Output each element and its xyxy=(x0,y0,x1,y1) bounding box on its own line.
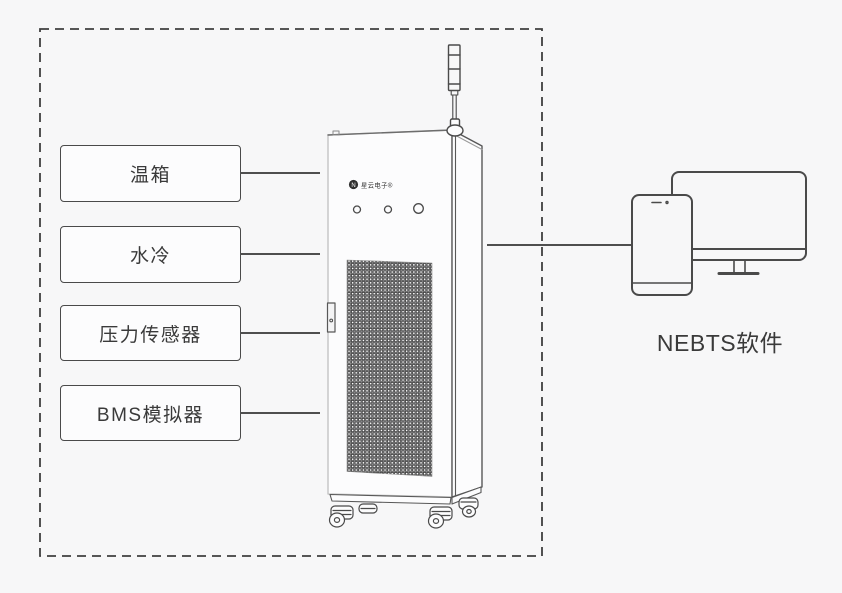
indicator-light-icon xyxy=(383,205,393,214)
tower-light-pole xyxy=(452,94,457,120)
tablet-icon xyxy=(631,194,693,296)
peripheral-box-pressure-sensor: 压力传感器 xyxy=(60,305,241,361)
battery-test-cabinet-illustration: N 星云电子® xyxy=(326,44,483,529)
peripheral-label: 温箱 xyxy=(129,165,171,186)
tower-light-base xyxy=(446,124,464,137)
caster-wheel-icon xyxy=(328,505,354,528)
tablet-camera-dot xyxy=(665,200,669,205)
peripheral-box-water-cooling: 水冷 xyxy=(60,226,241,283)
signal-tower-light-icon xyxy=(447,44,461,120)
system-boundary-frame xyxy=(39,28,543,557)
peripheral-label: BMS模拟器 xyxy=(96,404,205,426)
peripheral-label: 水冷 xyxy=(129,246,171,267)
brand-logo-monogram: N xyxy=(351,183,355,189)
caster-bracket-icon xyxy=(358,503,378,514)
connector-line xyxy=(240,412,320,414)
brand-logo-text: 星云电子® xyxy=(361,180,393,189)
host-computer-illustration xyxy=(631,171,807,296)
connector-line-cabinet-to-pc xyxy=(487,244,632,246)
door-handle xyxy=(326,302,336,333)
caster-wheels xyxy=(328,497,479,529)
connector-line xyxy=(240,332,320,334)
connector-line xyxy=(240,172,320,174)
top-hinge-tab xyxy=(332,130,340,136)
brand-logo: N 星云电子® xyxy=(348,179,393,189)
peripheral-box-temperature-chamber: 温箱 xyxy=(60,145,241,202)
caster-wheel-icon xyxy=(458,497,479,518)
cabinet-plinth xyxy=(329,493,452,505)
peripheral-box-bms-simulator: BMS模拟器 xyxy=(60,385,241,441)
software-label: NEBTS软件 xyxy=(656,330,784,356)
peripheral-label: 压力传感器 xyxy=(99,324,202,346)
indicator-light-icon xyxy=(352,205,362,214)
indicator-lights xyxy=(352,203,424,214)
connector-line xyxy=(240,253,320,255)
cabinet-side-panel xyxy=(451,129,483,498)
caster-wheel-icon xyxy=(427,506,453,529)
ventilation-grille xyxy=(346,259,433,477)
indicator-light-icon xyxy=(413,203,424,214)
